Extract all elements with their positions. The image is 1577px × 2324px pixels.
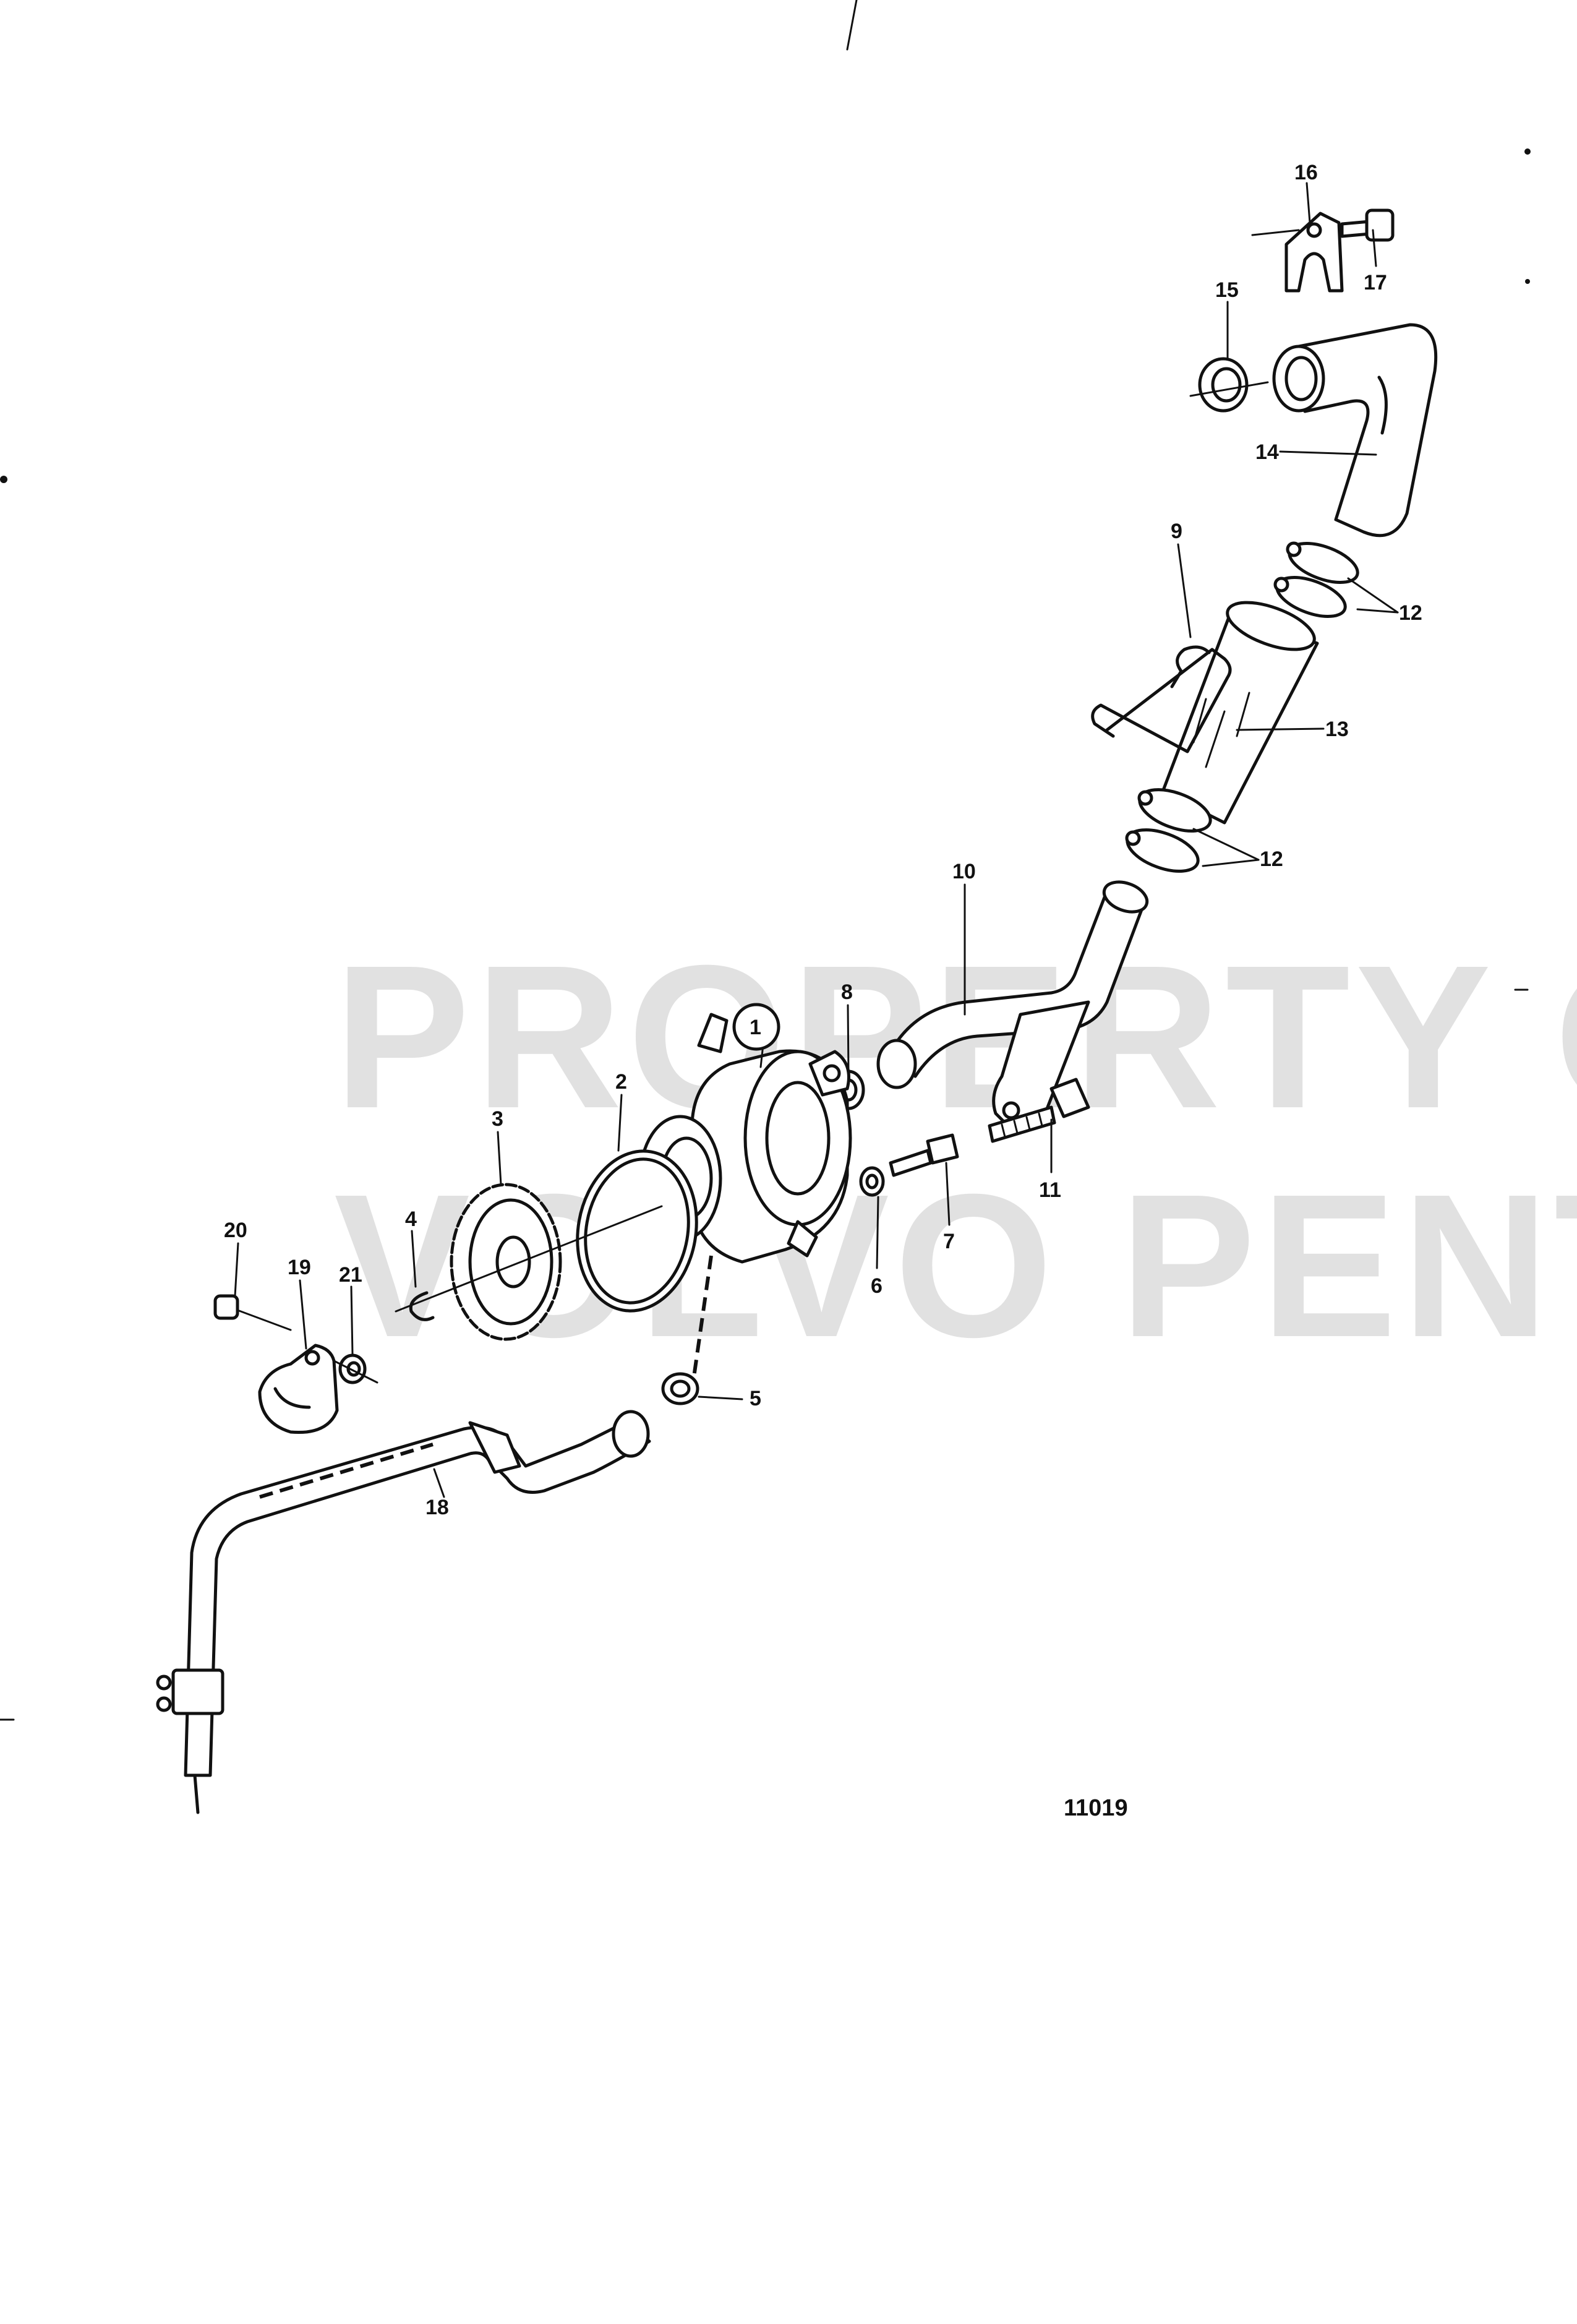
leader-lines bbox=[234, 182, 1399, 1498]
part-4-snapring bbox=[409, 1291, 435, 1321]
callout-4: 4 bbox=[405, 1207, 417, 1231]
callout-20: 20 bbox=[224, 1219, 247, 1242]
callout-5: 5 bbox=[750, 1387, 761, 1410]
watermark: PROPERTY OF VOLVO PENTA bbox=[334, 922, 1577, 1379]
callout-14: 14 bbox=[1255, 440, 1279, 464]
callout-1-circle bbox=[732, 1003, 780, 1051]
callout-12-upper: 12 bbox=[1399, 601, 1422, 625]
part-12-upper-clamps bbox=[1273, 541, 1359, 618]
callout-6: 6 bbox=[871, 1274, 883, 1298]
part-15-seal bbox=[1189, 357, 1269, 413]
callout-16: 16 bbox=[1294, 161, 1318, 184]
callout-2: 2 bbox=[615, 1070, 627, 1094]
part-10-pipe bbox=[876, 880, 1149, 1132]
scan-marks bbox=[0, 0, 1531, 1721]
part-14-pipe bbox=[1272, 323, 1438, 538]
callout-12-lower: 12 bbox=[1260, 847, 1283, 871]
part-16-bracket bbox=[1251, 212, 1344, 293]
part-13-hose bbox=[1161, 601, 1319, 825]
part-21-nut bbox=[333, 1353, 378, 1384]
part-18-pipe bbox=[156, 1410, 651, 1814]
part-6-washer bbox=[859, 1166, 885, 1197]
callout-15: 15 bbox=[1215, 278, 1239, 302]
callout-7: 7 bbox=[943, 1230, 955, 1253]
part-5-seal bbox=[661, 1372, 699, 1405]
part-2-oring bbox=[576, 1149, 698, 1313]
part-12-lower-clamps bbox=[1125, 788, 1212, 873]
callout-8: 8 bbox=[841, 980, 853, 1004]
callout-1: 1 bbox=[750, 1016, 761, 1039]
shaft-axis bbox=[395, 1205, 663, 1313]
part-7-screw bbox=[889, 1133, 959, 1177]
callout-13: 13 bbox=[1325, 718, 1349, 741]
callout-11: 11 bbox=[1039, 1178, 1061, 1202]
callout-10: 10 bbox=[952, 860, 976, 883]
reference-number: 11019 bbox=[1064, 1795, 1128, 1821]
callout-21: 21 bbox=[339, 1263, 362, 1287]
callout-3: 3 bbox=[492, 1107, 503, 1131]
callout-19: 19 bbox=[288, 1256, 311, 1279]
part-3-gear bbox=[450, 1183, 562, 1341]
part-19-clamp bbox=[258, 1344, 339, 1434]
part-9-clip bbox=[1091, 645, 1232, 753]
callout-labels: 1 2 3 4 5 6 7 8 9 10 11 12 12 13 14 15 1… bbox=[224, 161, 1422, 1519]
callout-9: 9 bbox=[1171, 520, 1182, 543]
connector-pump-to-5 bbox=[691, 1255, 713, 1386]
part-20-screw bbox=[213, 1294, 292, 1331]
callout-18: 18 bbox=[425, 1496, 449, 1519]
part-17-screw bbox=[1340, 208, 1395, 242]
callout-17: 17 bbox=[1364, 271, 1387, 294]
part-11-bolt bbox=[988, 1078, 1090, 1143]
